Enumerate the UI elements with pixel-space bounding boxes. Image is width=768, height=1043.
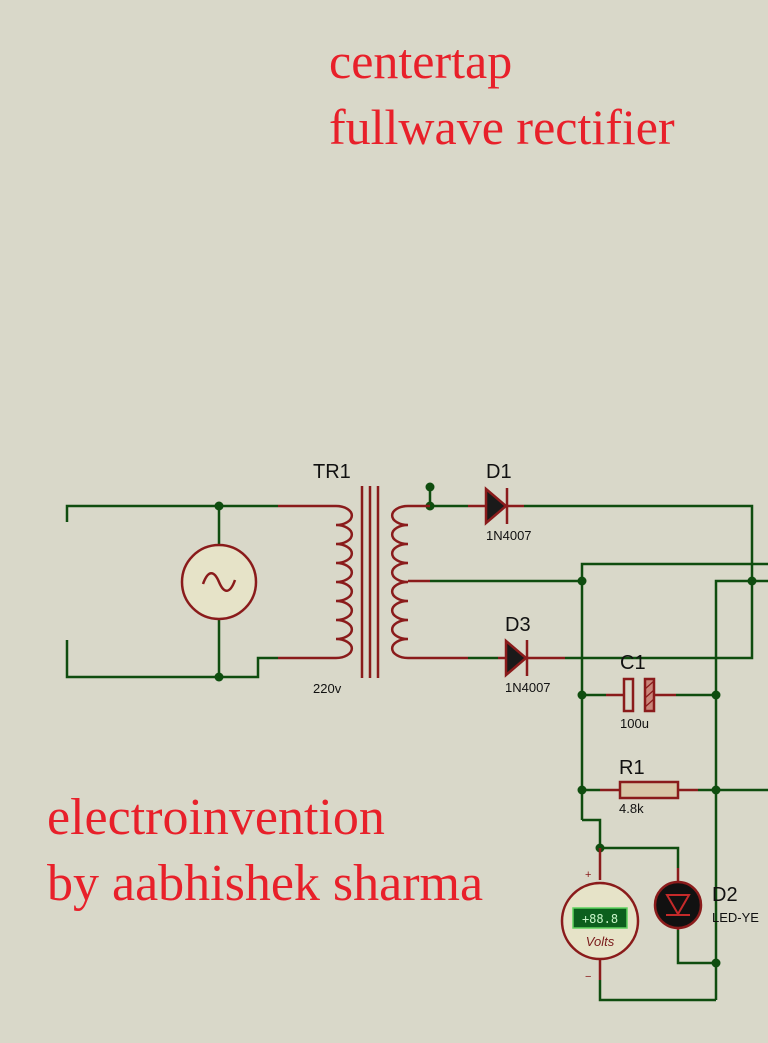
tr1-value: 220v [313,681,342,696]
voltmeter-plus: + [585,869,591,881]
wire-left-rail-down [582,818,602,848]
d2-ref: D2 [712,884,738,906]
ac-source[interactable] [180,543,258,621]
title-line-2: fullwave rectifier [329,99,675,155]
resistor-r1[interactable] [600,780,698,800]
voltmeter[interactable]: +88.8 Volts + − [560,848,640,983]
diode-d1[interactable] [468,486,524,526]
primary-coil [335,504,354,660]
wire-input-bottom [65,640,278,679]
sine-icon [201,572,237,592]
c1-ref: C1 [620,652,646,674]
r1-value: 4.8k [619,801,644,816]
wire-led-bottom [676,930,716,965]
tr1-ref: TR1 [313,461,351,483]
credit-line-2: by aabhishek sharma [47,855,484,912]
secondary-coil [390,504,409,660]
wires [65,487,768,1002]
r1-ref: R1 [619,757,645,779]
wire-right-rail [714,579,752,1000]
transformer-tr1[interactable] [278,486,468,678]
capacitor-c1[interactable] [606,677,676,713]
d2-value: LED-YE [712,910,759,925]
wire-led-top [600,846,680,868]
title-line-1: centertap [329,33,513,89]
voltmeter-reading: +88.8 [582,912,618,926]
voltmeter-unit: Volts [586,934,615,949]
wire-meter-bottom [598,980,716,1002]
d3-value: 1N4007 [505,680,551,695]
d1-ref: D1 [486,461,512,483]
voltmeter-lcd [572,907,628,929]
d3-ref: D3 [505,614,531,636]
voltmeter-minus: − [585,971,591,983]
led-arrow-icon [665,894,691,916]
credit-line-1: electroinvention [47,789,385,846]
diode-d3[interactable] [498,638,565,678]
junction-dots [214,482,757,968]
c1-value: 100u [620,716,649,731]
wire-input-top [65,504,278,522]
led-d2[interactable] [653,868,703,930]
wire-left-rail [580,562,768,581]
d1-value: 1N4007 [486,528,532,543]
